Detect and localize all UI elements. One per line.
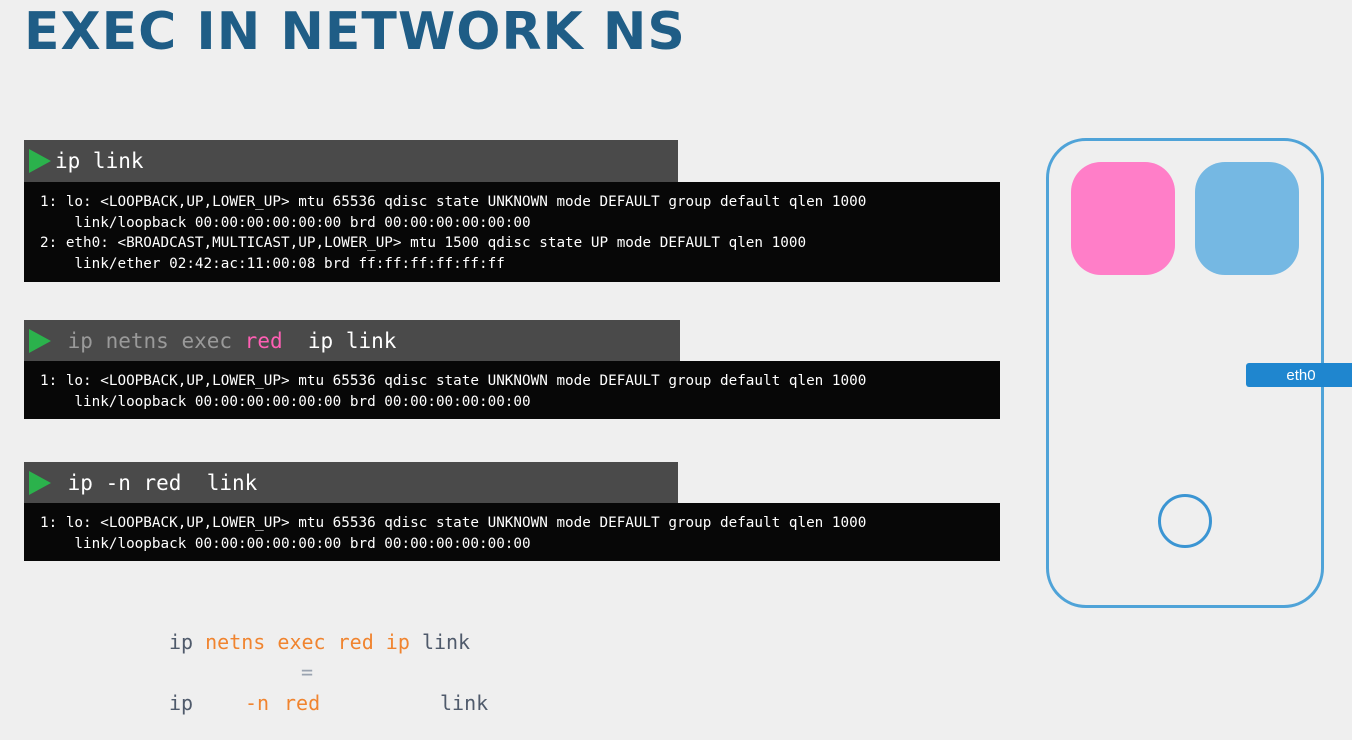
slide-title: EXEC IN NETWORK NS: [24, 2, 686, 62]
eq-token: ip: [385, 630, 410, 654]
namespace-red: [1071, 162, 1175, 275]
play-icon: [29, 471, 51, 495]
terminal-output-3: 1: lo: <LOOPBACK,UP,LOWER_UP> mtu 65536 …: [24, 503, 1000, 561]
play-icon: [29, 149, 51, 173]
command-namespace: red: [244, 329, 283, 353]
eq-token: netns: [205, 630, 266, 654]
terminal-output-1: 1: lo: <LOOPBACK,UP,LOWER_UP> mtu 65536 …: [24, 182, 1000, 282]
namespace-blue: [1195, 162, 1299, 275]
play-icon: [29, 329, 51, 353]
terminal-output-2: 1: lo: <LOOPBACK,UP,LOWER_UP> mtu 65536 …: [24, 361, 1000, 419]
equivalence-line-1: ip netns exec red ip link: [169, 630, 470, 654]
command-bar-ip-link: ip link: [24, 140, 678, 182]
eq-token: red: [337, 630, 374, 654]
eth0-interface: eth0: [1246, 363, 1352, 387]
routing-circle: [1158, 494, 1212, 548]
eq-token: ip: [169, 691, 194, 715]
command-suffix: ip link: [282, 329, 397, 353]
eq-token: red: [284, 691, 321, 715]
eq-token: link: [421, 630, 471, 654]
eq-token: ip: [169, 630, 194, 654]
command-bar-ip-n: ip -n red link: [24, 462, 678, 504]
command-text: ip -n red link: [67, 471, 258, 495]
command-bar-netns-exec: ip netns exec red ip link: [24, 320, 680, 362]
equals-sign: =: [301, 660, 314, 684]
command-text: ip link: [55, 149, 144, 173]
eq-token: -n: [245, 691, 270, 715]
eq-token: link: [440, 691, 489, 715]
eq-token: exec: [277, 630, 326, 654]
command-prefix: ip netns exec: [67, 329, 245, 353]
